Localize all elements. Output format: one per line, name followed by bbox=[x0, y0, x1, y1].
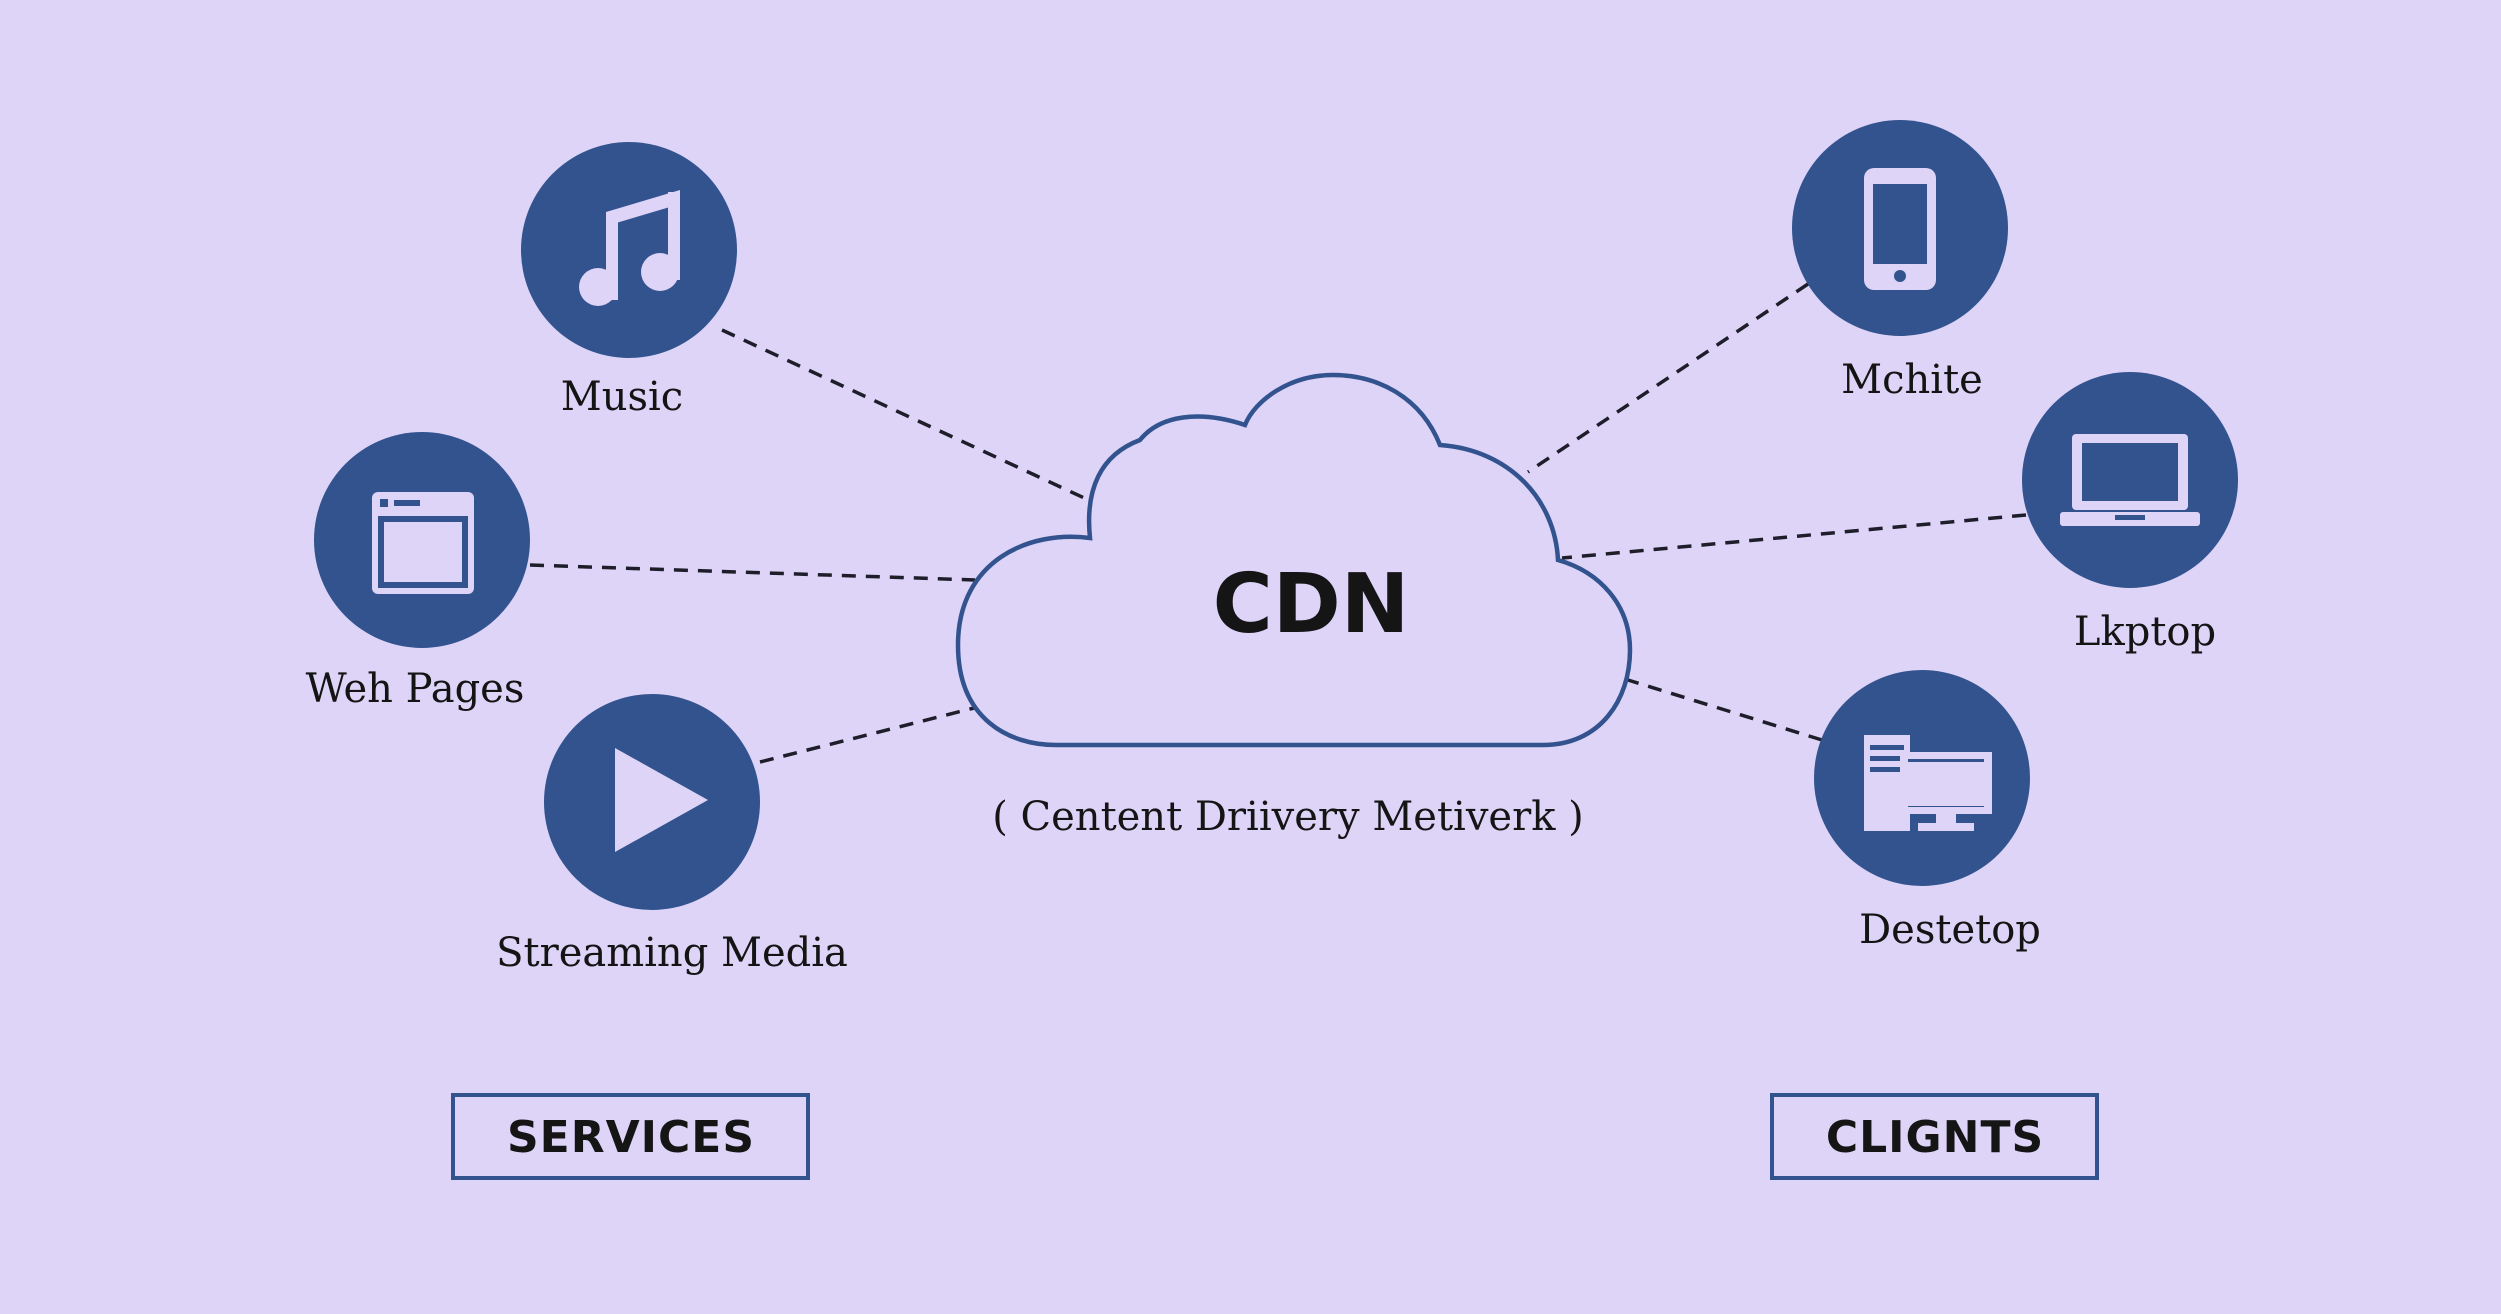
desktop-computer-icon bbox=[1864, 735, 1992, 831]
service-node-web-pages: Weh Pages bbox=[306, 432, 530, 712]
laptop-label: Lkptop bbox=[2074, 609, 2216, 655]
clients-heading-box: CLIGNTS bbox=[1770, 1093, 2099, 1180]
client-node-mobile: Mchite bbox=[1792, 120, 2008, 403]
service-node-music: Music bbox=[521, 142, 737, 420]
cdn-cloud: CDN ( Centent Driivery Metiverk ) bbox=[955, 372, 1633, 840]
services-heading-box: SERVICES bbox=[451, 1093, 810, 1180]
service-node-streaming-media: Streaming Media bbox=[496, 694, 848, 976]
services-group: Music Weh Pages Streaming Media bbox=[306, 142, 848, 1180]
play-icon bbox=[615, 748, 708, 852]
connector-mobile bbox=[1527, 282, 1809, 474]
streaming-media-label: Streaming Media bbox=[496, 930, 848, 976]
cdn-title: CDN bbox=[1213, 557, 1410, 652]
web-pages-label: Weh Pages bbox=[306, 666, 525, 712]
laptop-icon bbox=[2060, 434, 2200, 526]
client-node-desktop: Destetop bbox=[1814, 670, 2041, 953]
cdn-subtitle: ( Centent Driivery Metiverk ) bbox=[992, 794, 1584, 840]
clients-heading: CLIGNTS bbox=[1826, 1112, 2044, 1163]
services-heading: SERVICES bbox=[507, 1112, 755, 1163]
music-label: Music bbox=[561, 374, 683, 420]
connector-music bbox=[721, 328, 1096, 505]
mobile-phone-icon bbox=[1864, 168, 1936, 290]
connector-desktop bbox=[1627, 678, 1823, 742]
connector-lines bbox=[529, 282, 2027, 764]
music-node-circle bbox=[521, 142, 737, 358]
connector-streaming-media bbox=[759, 705, 979, 764]
music-note-icon bbox=[579, 190, 680, 306]
mobile-label: Mchite bbox=[1841, 357, 1983, 403]
connector-laptop bbox=[1561, 513, 2027, 560]
web-page-icon bbox=[372, 492, 474, 594]
client-node-laptop: Lkptop bbox=[2022, 372, 2238, 655]
connector-web-pages bbox=[529, 563, 976, 582]
clients-box-frame bbox=[1770, 1093, 2099, 1180]
services-box-frame bbox=[451, 1093, 810, 1180]
desktop-label: Destetop bbox=[1859, 907, 2041, 953]
clients-group: Mchite Lkptop bbox=[1770, 120, 2238, 1180]
cloud-shape bbox=[955, 372, 1633, 748]
